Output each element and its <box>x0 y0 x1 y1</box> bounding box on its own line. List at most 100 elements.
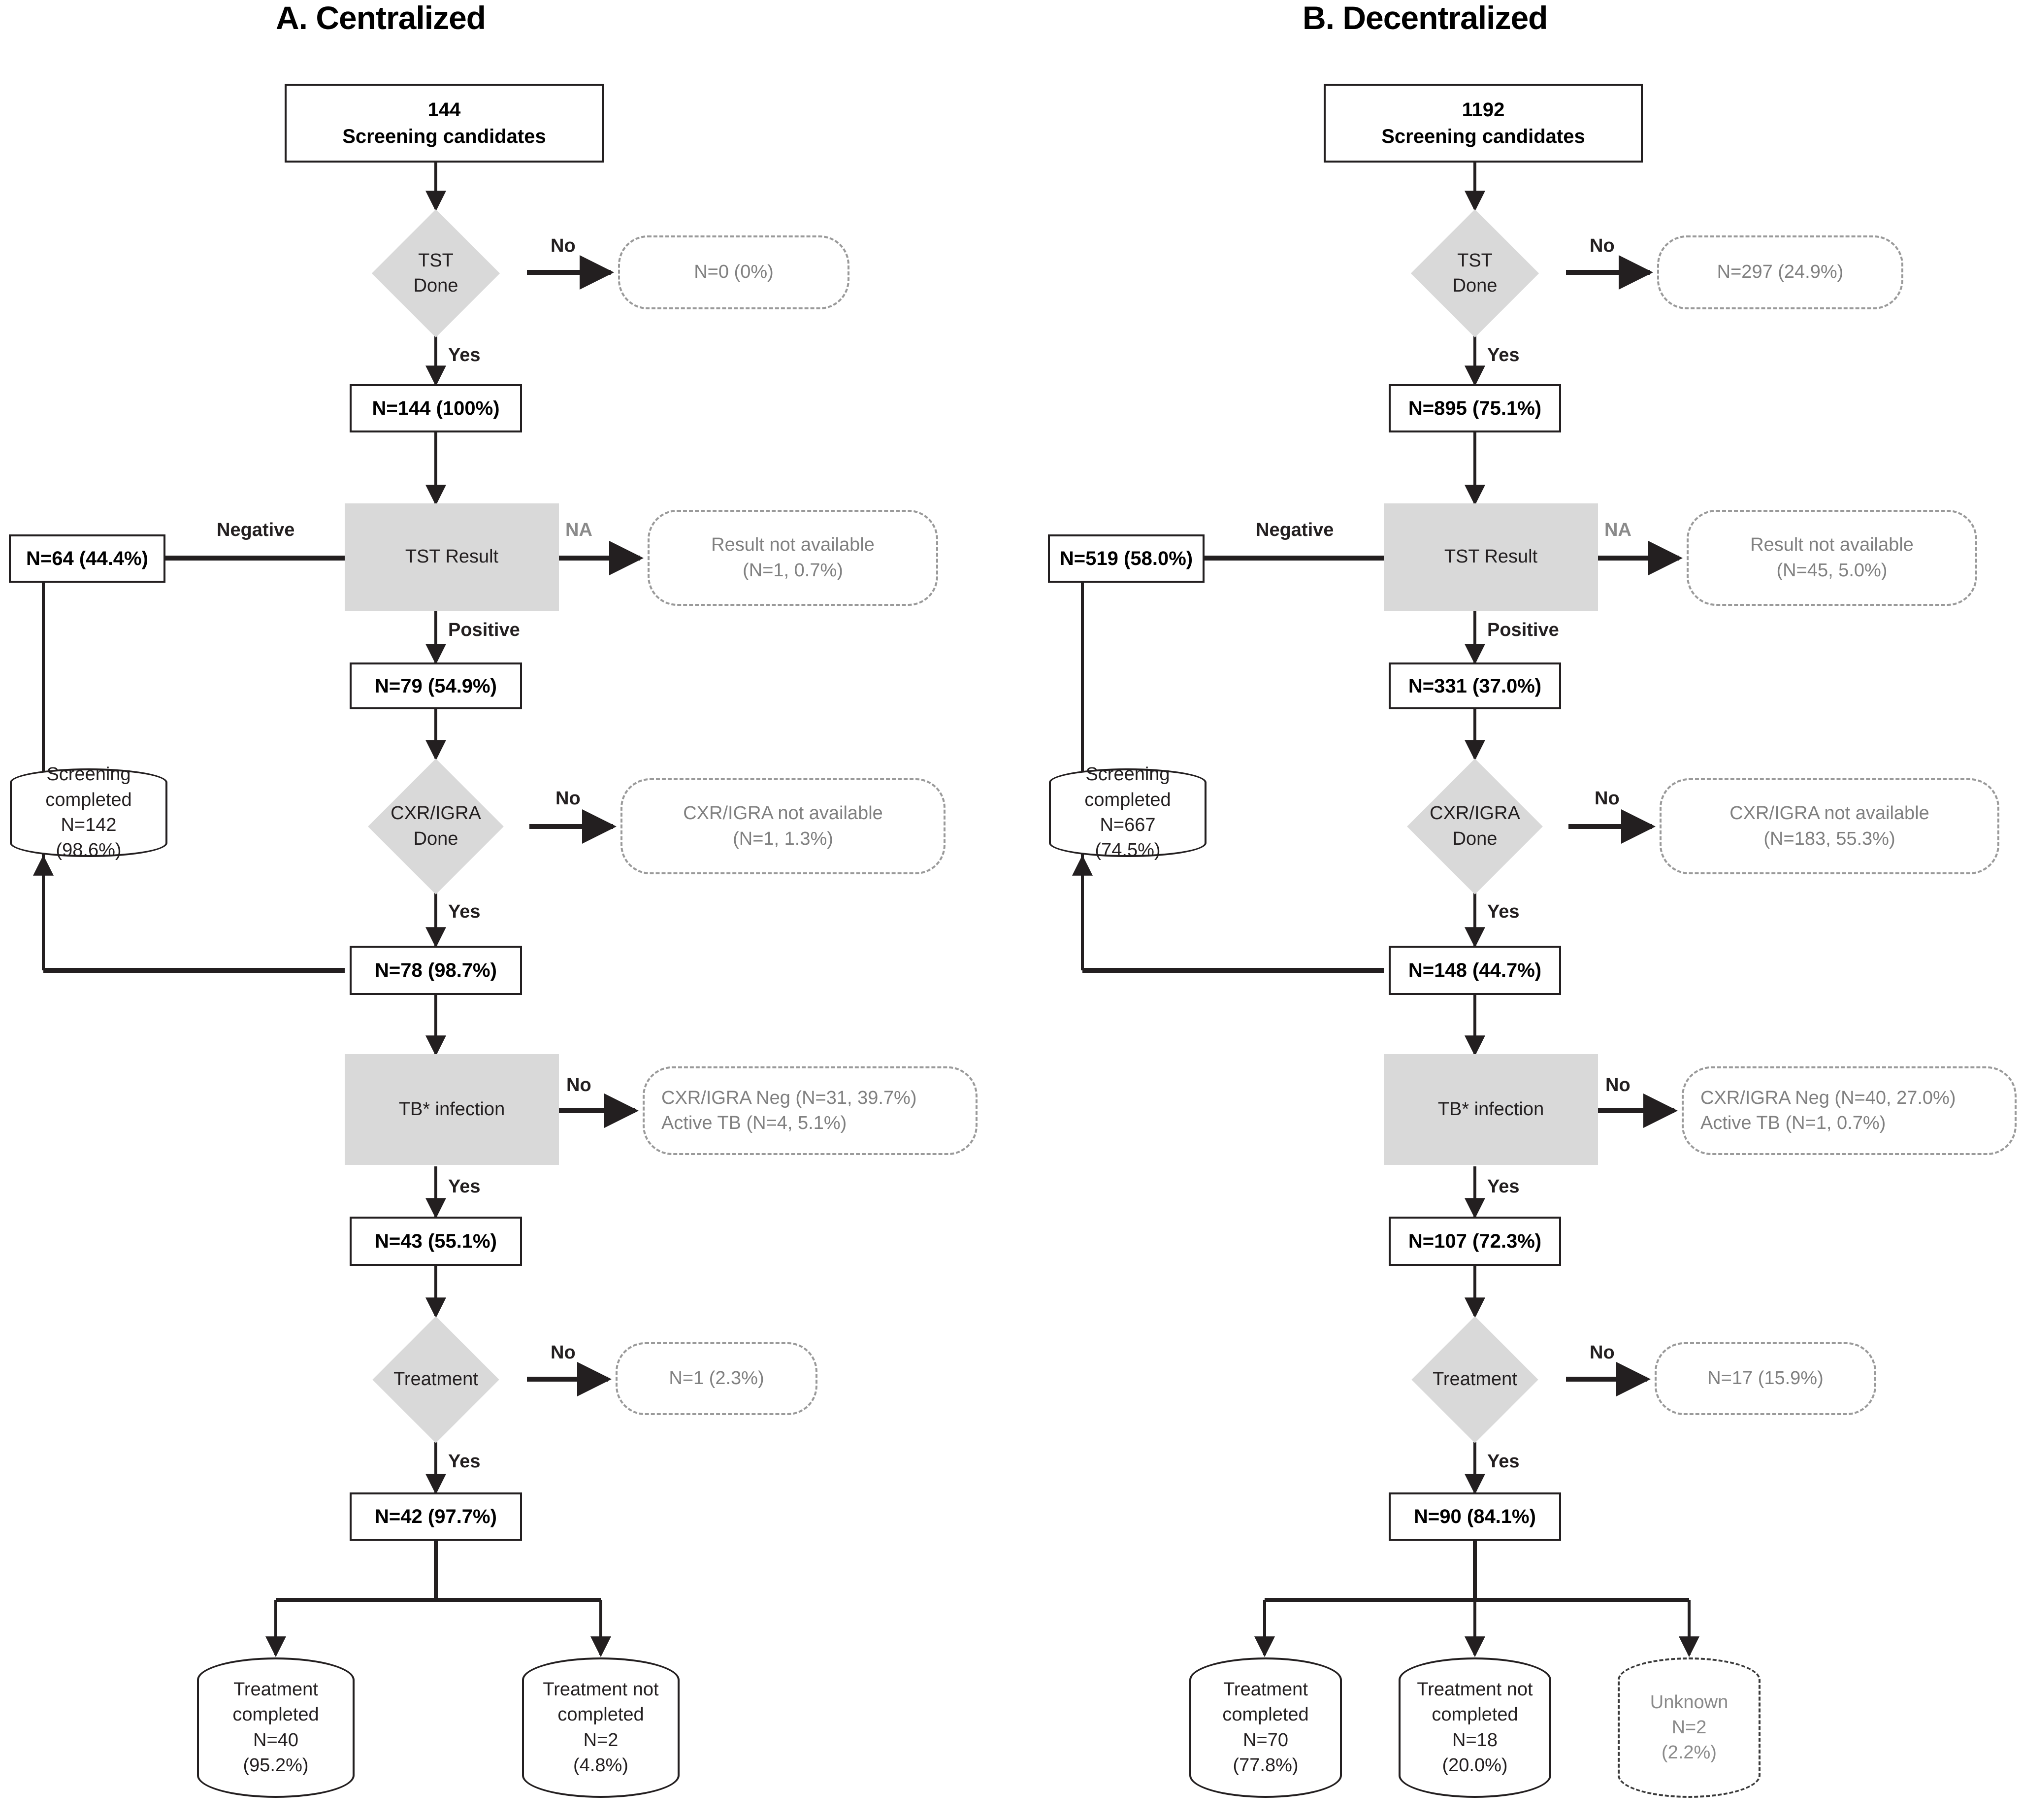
exclusion-line2: (N=183, 55.3%) <box>1763 828 1895 849</box>
panel-a-tst-result-process: TST Result <box>345 503 559 611</box>
start-count: 144 <box>427 99 461 121</box>
panel-b-tst-done-count: N=895 (75.1%) <box>1389 384 1561 432</box>
panel-b-tst-not-done-box: N=297 (24.9%) <box>1657 235 1903 309</box>
count-value: N=148 (44.7%) <box>1408 960 1542 981</box>
exclusion-line1: CXR/IGRA not available <box>1729 803 1929 824</box>
terminal-line3: N=70 <box>1243 1729 1288 1751</box>
process-label: TB* infection <box>1437 1098 1544 1120</box>
panel-b-cxr-yes-edge: Yes <box>1487 901 1520 922</box>
count-value: N=79 (54.9%) <box>375 675 497 697</box>
panel-b-treatment-no-edge: No <box>1590 1342 1615 1363</box>
panel-a-cxr-no-edge: No <box>555 788 581 809</box>
terminal-line1: Screening <box>46 764 131 785</box>
terminal-line2: completed <box>557 1704 644 1725</box>
terminal-line3: N=2 <box>583 1729 619 1751</box>
panel-b-start-box: 1192 Screening candidates <box>1324 84 1643 163</box>
terminal-line3: N=667 <box>1100 815 1156 835</box>
decision-label-line2: Done <box>1452 828 1498 849</box>
start-label: Screening candidates <box>1381 126 1585 147</box>
terminal-line2: completed <box>1432 1704 1518 1725</box>
panel-b-cxr-not-available-box: CXR/IGRA not available (N=183, 55.3%) <box>1660 778 1999 874</box>
panel-a-treatment-yes-count: N=42 (97.7%) <box>350 1492 522 1541</box>
exclusion-line1: CXR/IGRA Neg (N=31, 39.7%) <box>661 1087 917 1108</box>
exclusion-line1: Result not available <box>1750 534 1914 556</box>
panel-b-tst-done-yes-edge: Yes <box>1487 345 1520 365</box>
panel-a-start-box: 144 Screening candidates <box>285 84 604 163</box>
decision-label-line1: TST <box>418 250 454 271</box>
exclusion-line2: (N=1, 1.3%) <box>733 828 833 849</box>
count-value: N=331 (37.0%) <box>1408 675 1542 697</box>
terminal-line4: (4.8%) <box>573 1754 628 1776</box>
panel-b-treatment-decision: Treatment <box>1379 1316 1571 1443</box>
terminal-line3: N=142 <box>61 815 117 835</box>
terminal-line4: (95.2%) <box>243 1754 309 1776</box>
process-label: TST Result <box>405 546 499 567</box>
panel-a-tst-done-decision: TST Done <box>340 209 532 338</box>
terminal-line2: completed <box>1084 789 1171 810</box>
process-label: TST Result <box>1444 546 1538 567</box>
panel-a-cxr-yes-edge: Yes <box>448 901 481 922</box>
decision-label-line2: Done <box>1452 275 1498 296</box>
exclusion-line2: (N=45, 5.0%) <box>1776 560 1888 581</box>
panel-a-tst-done-count: N=144 (100%) <box>350 384 522 432</box>
panel-a-tb-infection-process: TB* infection <box>345 1054 559 1165</box>
terminal-line3: (2.2%) <box>1662 1742 1717 1763</box>
count-value: N=107 (72.3%) <box>1408 1230 1542 1252</box>
terminal-line4: (77.8%) <box>1233 1754 1299 1776</box>
terminal-line1: Treatment <box>233 1679 318 1700</box>
panel-b-outcome-treatment-not-completed: Treatment not completed N=18 (20.0%) <box>1399 1657 1551 1798</box>
panel-a-tst-na-edge: NA <box>565 520 592 540</box>
exclusion-line2: (N=1, 0.7%) <box>743 560 843 581</box>
panel-b-treatment-no-box: N=17 (15.9%) <box>1655 1342 1876 1415</box>
terminal-line3: N=40 <box>253 1729 298 1751</box>
count-value: N=78 (98.7%) <box>375 960 497 981</box>
panel-b-outcome-unknown: Unknown N=2 (2.2%) <box>1618 1657 1761 1798</box>
panel-a-tb-no-edge: No <box>566 1075 591 1095</box>
terminal-line1: Treatment not <box>1417 1679 1533 1700</box>
decision-label: CXR/IGRA Done <box>391 801 481 852</box>
count-value: N=519 (58.0%) <box>1059 548 1193 569</box>
terminal-line2: completed <box>45 789 132 810</box>
exclusion-value: N=17 (15.9%) <box>1707 1368 1824 1389</box>
panel-b-treatment-yes-count: N=90 (84.1%) <box>1389 1492 1561 1541</box>
exclusion-line2: Active TB (N=4, 5.1%) <box>661 1113 847 1133</box>
panel-a-tb-yes-edge: Yes <box>448 1176 481 1197</box>
decision-label-line1: CXR/IGRA <box>1430 803 1520 824</box>
panel-a-cxr-not-available-box: CXR/IGRA not available (N=1, 1.3%) <box>620 778 946 874</box>
decision-label: TST Done <box>414 248 458 299</box>
panel-b-tst-done-decision: TST Done <box>1379 209 1571 338</box>
terminal-line4: (98.6%) <box>56 840 122 861</box>
panel-a-treatment-no-box: N=1 (2.3%) <box>616 1342 817 1415</box>
terminal-line4: (20.0%) <box>1442 1754 1508 1776</box>
panel-b-tst-na-edge: NA <box>1604 520 1631 540</box>
panel-a-screening-completed: Screening completed N=142 (98.6%) <box>10 764 167 860</box>
terminal-line1: Screening <box>1085 764 1170 785</box>
count-value: N=895 (75.1%) <box>1408 397 1542 419</box>
panel-b-tst-done-no-edge: No <box>1590 235 1615 256</box>
panel-b-treatment-yes-edge: Yes <box>1487 1451 1520 1472</box>
panel-b-tst-negative-edge: Negative <box>1256 520 1334 540</box>
decision-label: Treatment <box>1433 1367 1517 1392</box>
panel-a-outcome-treatment-not-completed: Treatment not completed N=2 (4.8%) <box>522 1657 680 1798</box>
panel-b-outcome-treatment-completed: Treatment completed N=70 (77.8%) <box>1189 1657 1342 1798</box>
count-value: N=90 (84.1%) <box>1414 1506 1536 1527</box>
exclusion-value: N=0 (0%) <box>694 262 774 283</box>
decision-label-line1: CXR/IGRA <box>391 803 481 824</box>
panel-a-tst-negative-edge: Negative <box>217 520 295 540</box>
decision-label-line2: Done <box>413 828 458 849</box>
panel-a-treatment-no-edge: No <box>551 1342 576 1363</box>
terminal-line1: Treatment not <box>543 1679 659 1700</box>
panel-a-cxr-done-count: N=78 (98.7%) <box>350 946 522 995</box>
panel-a-title: A. Centralized <box>276 0 486 36</box>
panel-b-title: B. Decentralized <box>1303 0 1548 36</box>
count-value: N=64 (44.4%) <box>26 548 148 569</box>
start-label: Screening candidates <box>342 126 546 147</box>
panel-a-treatment-yes-edge: Yes <box>448 1451 481 1472</box>
decision-label-line2: Done <box>413 275 458 296</box>
panel-b-cxr-no-edge: No <box>1595 788 1620 809</box>
decision-label: CXR/IGRA Done <box>1430 801 1520 852</box>
panel-a-tb-no-box: CXR/IGRA Neg (N=31, 39.7%) Active TB (N=… <box>643 1066 978 1155</box>
count-value: N=144 (100%) <box>372 397 500 419</box>
decision-label: Treatment <box>393 1367 478 1392</box>
